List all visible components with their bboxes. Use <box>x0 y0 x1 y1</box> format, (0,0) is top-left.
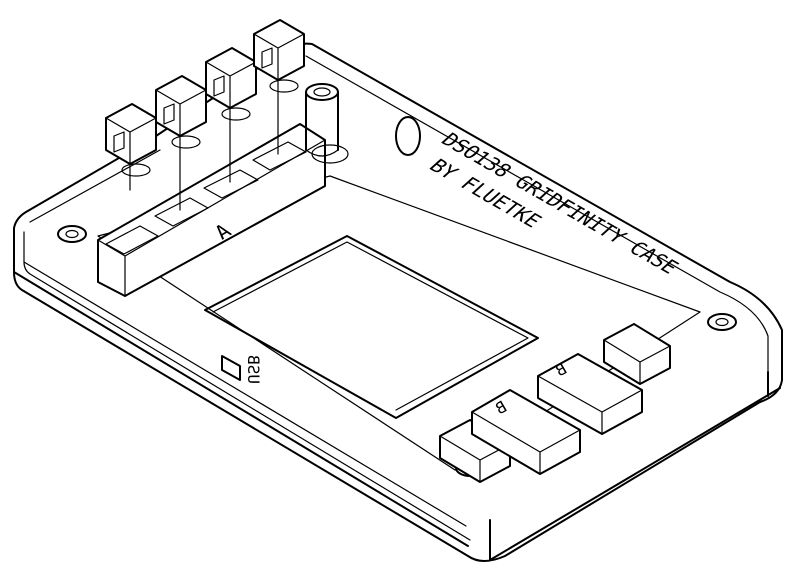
wall-hole <box>395 116 421 156</box>
case-corner-edge <box>489 371 769 561</box>
pin-connector-1 <box>105 103 157 191</box>
usb-port <box>221 355 241 381</box>
case-right-bottom <box>489 387 781 561</box>
display-window <box>204 235 539 419</box>
standoff-post <box>305 83 349 164</box>
switch-block-2 <box>471 389 581 475</box>
switch-block-4 <box>603 323 671 385</box>
case-front-bottom <box>13 271 469 547</box>
case-outer-outline <box>13 42 783 562</box>
pin-connector-2 <box>155 75 207 211</box>
usb-label: USB <box>244 355 263 384</box>
pin-connector-3 <box>205 47 257 183</box>
screw-boss-left <box>57 225 87 243</box>
pin-connector-4 <box>253 19 305 155</box>
connector-block <box>97 123 326 297</box>
case-front-top <box>23 261 467 527</box>
screw-boss-right <box>707 313 737 331</box>
switch-block-3 <box>537 353 643 435</box>
